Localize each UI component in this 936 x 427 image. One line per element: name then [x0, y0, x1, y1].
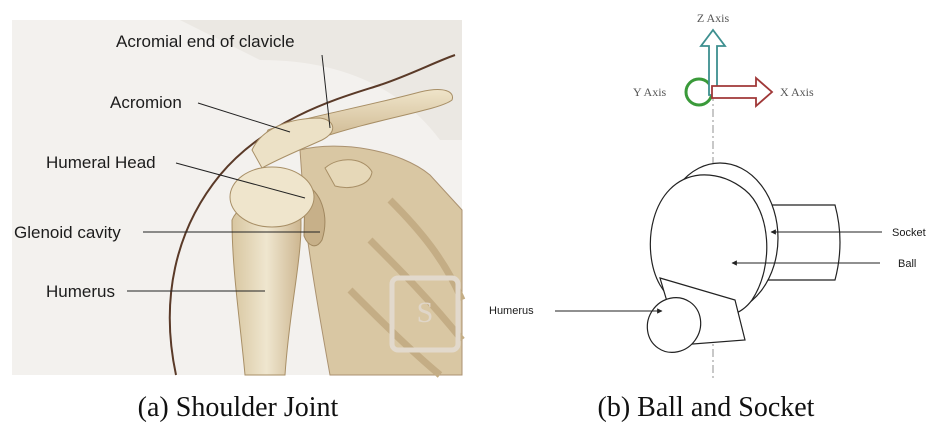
- y-axis-label: Y Axis: [633, 85, 667, 99]
- label-humerus-b: Humerus: [489, 305, 534, 317]
- x-axis-arrow-icon: [712, 78, 772, 106]
- z-axis-label: Z Axis: [697, 11, 730, 25]
- axis-triad: [686, 30, 772, 106]
- label-socket: Socket: [892, 227, 926, 239]
- svg-text:S: S: [417, 296, 434, 329]
- label-ball: Ball: [898, 258, 916, 270]
- label-glenoid-cavity: Glenoid cavity: [14, 223, 121, 242]
- caption-b: (b) Ball and Socket: [598, 392, 815, 423]
- caption-a: (a) Shoulder Joint: [138, 392, 339, 423]
- shoulder-illustration: S: [12, 20, 462, 375]
- x-axis-label: X Axis: [780, 85, 814, 99]
- label-humeral-head: Humeral Head: [46, 153, 156, 172]
- label-humerus: Humerus: [46, 282, 115, 301]
- label-acromial-end: Acromial end of clavicle: [116, 32, 295, 51]
- label-acromion: Acromion: [110, 93, 182, 112]
